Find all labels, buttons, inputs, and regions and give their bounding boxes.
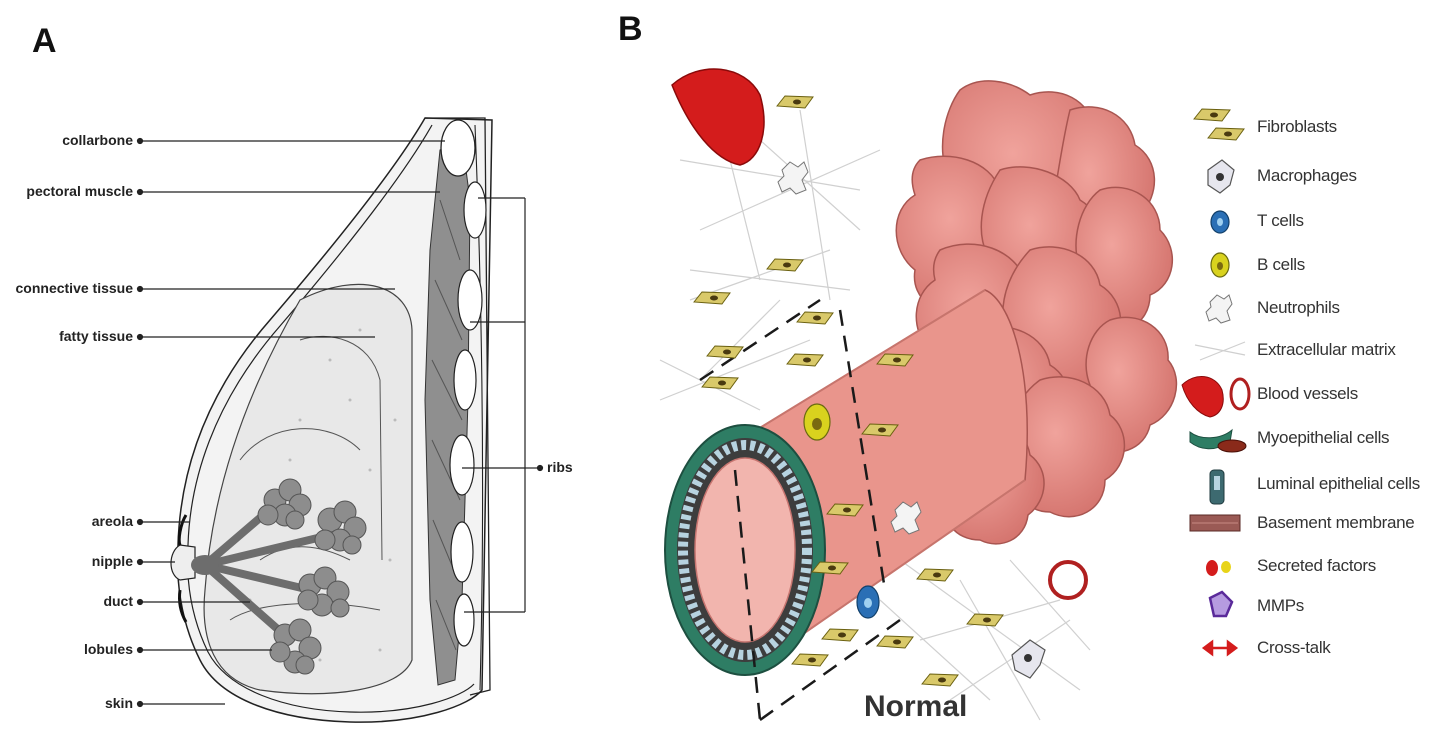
legend-neutrophil-icon	[1206, 295, 1232, 323]
legend-macrophage-icon	[1208, 160, 1234, 193]
duct-caption-normal: Normal	[864, 690, 967, 724]
legend-label-mmps: MMPs	[1257, 596, 1304, 616]
legend-myoepithelial-icon	[1190, 430, 1246, 452]
legend-label-fibroblasts: Fibroblasts	[1257, 117, 1337, 137]
legend-label-blood-vessels: Blood vessels	[1257, 384, 1358, 404]
legend-label-basement-membrane: Basement membrane	[1257, 513, 1414, 533]
legend-basement-membrane-icon	[1190, 515, 1240, 531]
legend-label-neutrophils: Neutrophils	[1257, 298, 1340, 318]
legend-t-cell-icon	[1211, 211, 1229, 233]
macrophage-cell	[1012, 640, 1045, 678]
blood-vessel-ring	[1050, 562, 1086, 598]
b-cell	[804, 404, 830, 440]
legend-label-b-cells: B cells	[1257, 255, 1305, 275]
legend-cross-talk-icon	[1204, 642, 1236, 654]
legend-secreted-factors-icon	[1206, 560, 1231, 576]
legend-label-macrophages: Macrophages	[1257, 166, 1357, 186]
legend-label-t-cells: T cells	[1257, 211, 1304, 231]
legend-label-cross-talk: Cross-talk	[1257, 638, 1331, 658]
legend-icons	[1182, 109, 1249, 654]
legend-b-cell-icon	[1211, 253, 1229, 277]
legend-luminal-cell-icon	[1210, 470, 1224, 504]
legend-ecm-icon	[1195, 342, 1245, 360]
blood-vessel-shape	[672, 69, 764, 165]
t-cell	[857, 586, 879, 618]
legend-label-extracellular-matrix: Extracellular matrix	[1257, 340, 1396, 360]
legend-label-luminal-epithelial-cells: Luminal epithelial cells	[1257, 474, 1420, 494]
legend-fibroblast-icon	[1194, 109, 1244, 140]
legend-label-myoepithelial-cells: Myoepithelial cells	[1257, 428, 1389, 448]
legend-label-secreted-factors: Secreted factors	[1257, 556, 1376, 576]
legend-mmp-icon	[1210, 592, 1232, 616]
duct-cross-section	[665, 425, 825, 675]
legend-blood-vessel-icon	[1182, 376, 1249, 417]
